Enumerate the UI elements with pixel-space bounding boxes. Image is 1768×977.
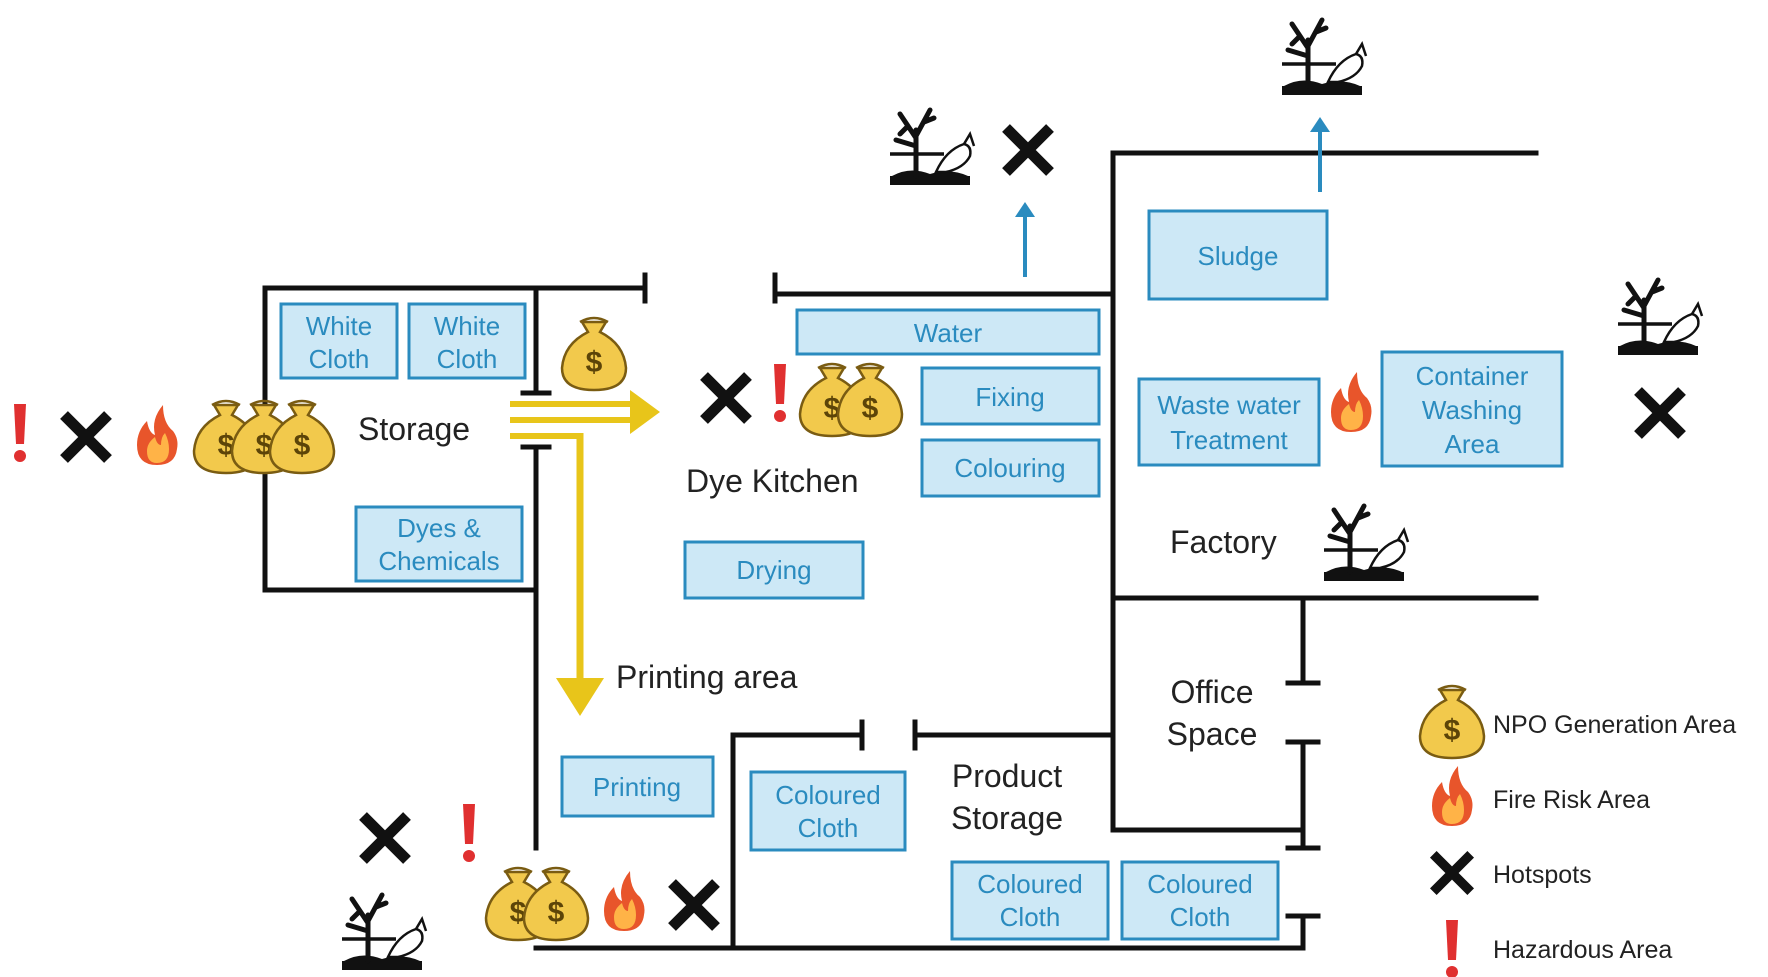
box-label-line: Cloth [309,344,370,374]
box-label-line: Fixing [975,382,1044,412]
hazard-exclamation-icon [774,364,786,422]
factory-markers [1282,20,1702,581]
box-white-cloth-1: White Cloth [279,302,399,380]
box-colouring: Colouring [920,438,1101,498]
hotspot-x-icon [1006,128,1050,172]
box-label-line: Sludge [1198,241,1279,271]
label-product-storage-line1: Product [952,758,1062,794]
arrow-to-dye-kitchen [630,390,660,434]
dead-tree-fish-icon [1618,280,1702,355]
area-labels: Storage Dye Kitchen Factory Printing are… [358,411,1277,836]
arrow-to-printing-area [556,678,604,716]
box-label-line: Chemicals [378,546,499,576]
box-printing: Printing [560,755,715,818]
box-label-line: White [306,311,372,341]
box-label-line: Colouring [954,453,1065,483]
box-label-line: Area [1445,429,1500,459]
box-label-line: Washing [1422,395,1522,425]
hotspot-x-icon [672,883,716,927]
box-label-line: Container [1416,361,1529,391]
box-label-line: Coloured [977,869,1083,899]
box-coloured-cloth-1: Coloured Cloth [749,770,907,852]
label-product-storage-line2: Storage [951,800,1063,836]
discharge-arrow-sludge [1310,117,1330,132]
fire-icon [1432,766,1473,826]
hazard-exclamation-icon [14,404,26,462]
hazard-exclamation-icon [463,804,475,862]
discharge-arrow-water [1015,202,1035,217]
box-label-line: Waste water [1157,390,1301,420]
box-drying: Drying [683,540,865,600]
dead-tree-fish-icon [342,895,426,970]
box-label-line: Drying [736,555,811,585]
dead-tree-fish-icon [1282,20,1366,95]
legend-fire-label: Fire Risk Area [1493,786,1650,814]
fire-icon [137,405,178,465]
hotspot-x-icon [64,415,108,459]
material-flow-arrows [510,117,1330,716]
label-printing-area: Printing area [616,659,798,695]
money-bag-icon [836,362,904,438]
money-bag-icon [1418,684,1486,760]
box-sludge: Sludge [1147,209,1329,301]
hotspot-x-icon [704,376,748,420]
box-container-washing-area: Container Washing Area [1380,350,1564,468]
legend-hotspots-label: Hotspots [1493,861,1592,889]
box-fixing: Fixing [920,366,1101,426]
hotspot-x-icon [1638,391,1682,435]
fire-icon [604,871,645,931]
label-office-line2: Space [1167,716,1258,752]
box-white-cloth-2: White Cloth [407,302,527,380]
legend: NPO Generation Area Fire Risk Area Hotsp… [1418,684,1736,977]
label-dye-kitchen: Dye Kitchen [686,463,859,499]
label-factory: Factory [1170,524,1277,560]
box-coloured-cloth-3: Coloured Cloth [1120,860,1280,941]
box-waste-water-treatment: Waste water Treatment [1137,377,1321,467]
box-label-line: Printing [593,772,681,802]
walls [262,150,1539,951]
box-label-line: Cloth [798,813,859,843]
dead-tree-fish-icon [1324,506,1408,581]
box-coloured-cloth-2: Coloured Cloth [950,860,1110,941]
legend-npo-label: NPO Generation Area [1493,711,1736,739]
legend-hazardous-label: Hazardous Area [1493,936,1672,964]
money-bag-icon [268,399,336,475]
box-dyes-chemicals: Dyes & Chemicals [354,505,524,583]
label-office-line1: Office [1171,674,1254,710]
process-boxes: White Cloth White Cloth Dyes & Chemicals… [279,209,1564,941]
hotspot-x-icon [1433,854,1470,891]
fire-icon [1331,372,1372,432]
hazard-exclamation-icon [1446,920,1458,977]
box-water: Water [795,308,1101,356]
money-bag-icon [522,866,590,942]
hotspot-x-icon [363,816,407,860]
box-label-line: Cloth [1170,902,1231,932]
box-label-line: Water [914,318,983,348]
printing-markers [342,804,716,970]
box-label-line: Coloured [775,780,881,810]
box-label-line: Cloth [1000,902,1061,932]
box-label-line: White [434,311,500,341]
money-bag-icon [560,316,628,392]
label-storage: Storage [358,411,470,447]
box-label-line: Dyes & [397,513,481,543]
box-label-line: Treatment [1170,425,1288,455]
box-label-line: Coloured [1147,869,1253,899]
box-label-line: Cloth [437,344,498,374]
dead-tree-fish-icon [890,110,974,185]
